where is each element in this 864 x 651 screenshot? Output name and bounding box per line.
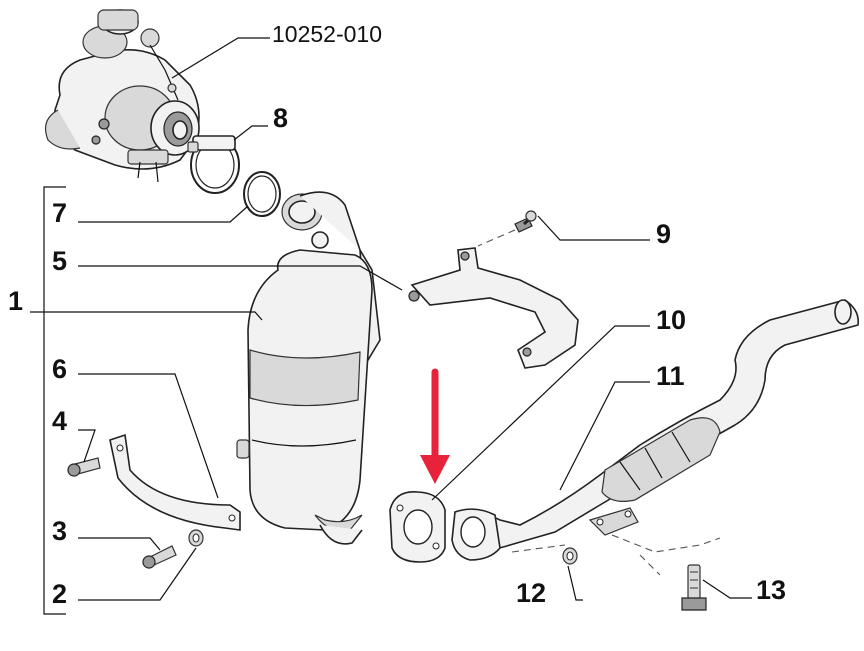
- part-12-nut: [562, 547, 578, 565]
- bolt-13-install-path-2: [639, 554, 661, 576]
- mounting-bracket: [408, 247, 579, 369]
- callout-6-leader: [78, 373, 219, 499]
- bolt-13-install-path: [611, 534, 721, 553]
- callout-3-leader: [78, 537, 161, 551]
- part-10-flange-gasket: [389, 491, 446, 563]
- part-5-catalytic-converter: [236, 191, 381, 545]
- callout-5: 5: [52, 246, 67, 276]
- highlight-arrow: [420, 368, 450, 484]
- part-9-install-path: [477, 229, 516, 247]
- callout-13: 13: [756, 575, 786, 605]
- reference-number: 10252-010: [272, 21, 382, 47]
- callout-4-leader: [78, 429, 96, 463]
- callout-11-leader: [559, 381, 650, 491]
- callout-7-leader: [78, 205, 249, 223]
- turbocharger: [45, 9, 200, 183]
- part-8-clamp: [187, 135, 240, 194]
- part-13-bolt: [681, 564, 707, 611]
- part-2-washer: [188, 529, 204, 547]
- part-1-group-bracket: [30, 186, 263, 615]
- callout-3: 3: [52, 516, 67, 546]
- callout-11: 11: [656, 361, 685, 391]
- callout-9-leader: [537, 215, 650, 241]
- nut-12-install-path: [511, 544, 566, 553]
- part-9-bolt: [514, 210, 537, 233]
- part-11-exhaust-pipe: [451, 299, 860, 561]
- part-4-bolt: [67, 457, 101, 477]
- callout-8: 8: [273, 103, 288, 133]
- callout-6: 6: [52, 354, 67, 384]
- callout-1: 1: [8, 286, 23, 316]
- callout-12: 12: [516, 578, 546, 608]
- callout-7: 7: [52, 198, 67, 228]
- ref-leader-line: [171, 37, 270, 79]
- callout-9: 9: [656, 219, 671, 249]
- callout-2-leader: [78, 547, 197, 601]
- callout-2: 2: [52, 579, 67, 609]
- part-7-gasket-ring: [243, 171, 281, 217]
- callout-5-leader: [78, 265, 403, 291]
- part-3-bolt: [142, 545, 177, 569]
- callout-8-leader: [233, 125, 268, 141]
- callout-10-leader: [431, 325, 650, 501]
- callout-4: 4: [52, 406, 67, 436]
- callout-12-leader: [567, 565, 583, 601]
- callout-10: 10: [656, 305, 686, 335]
- part-6-strap: [109, 433, 241, 531]
- callout-13-leader: [702, 579, 752, 599]
